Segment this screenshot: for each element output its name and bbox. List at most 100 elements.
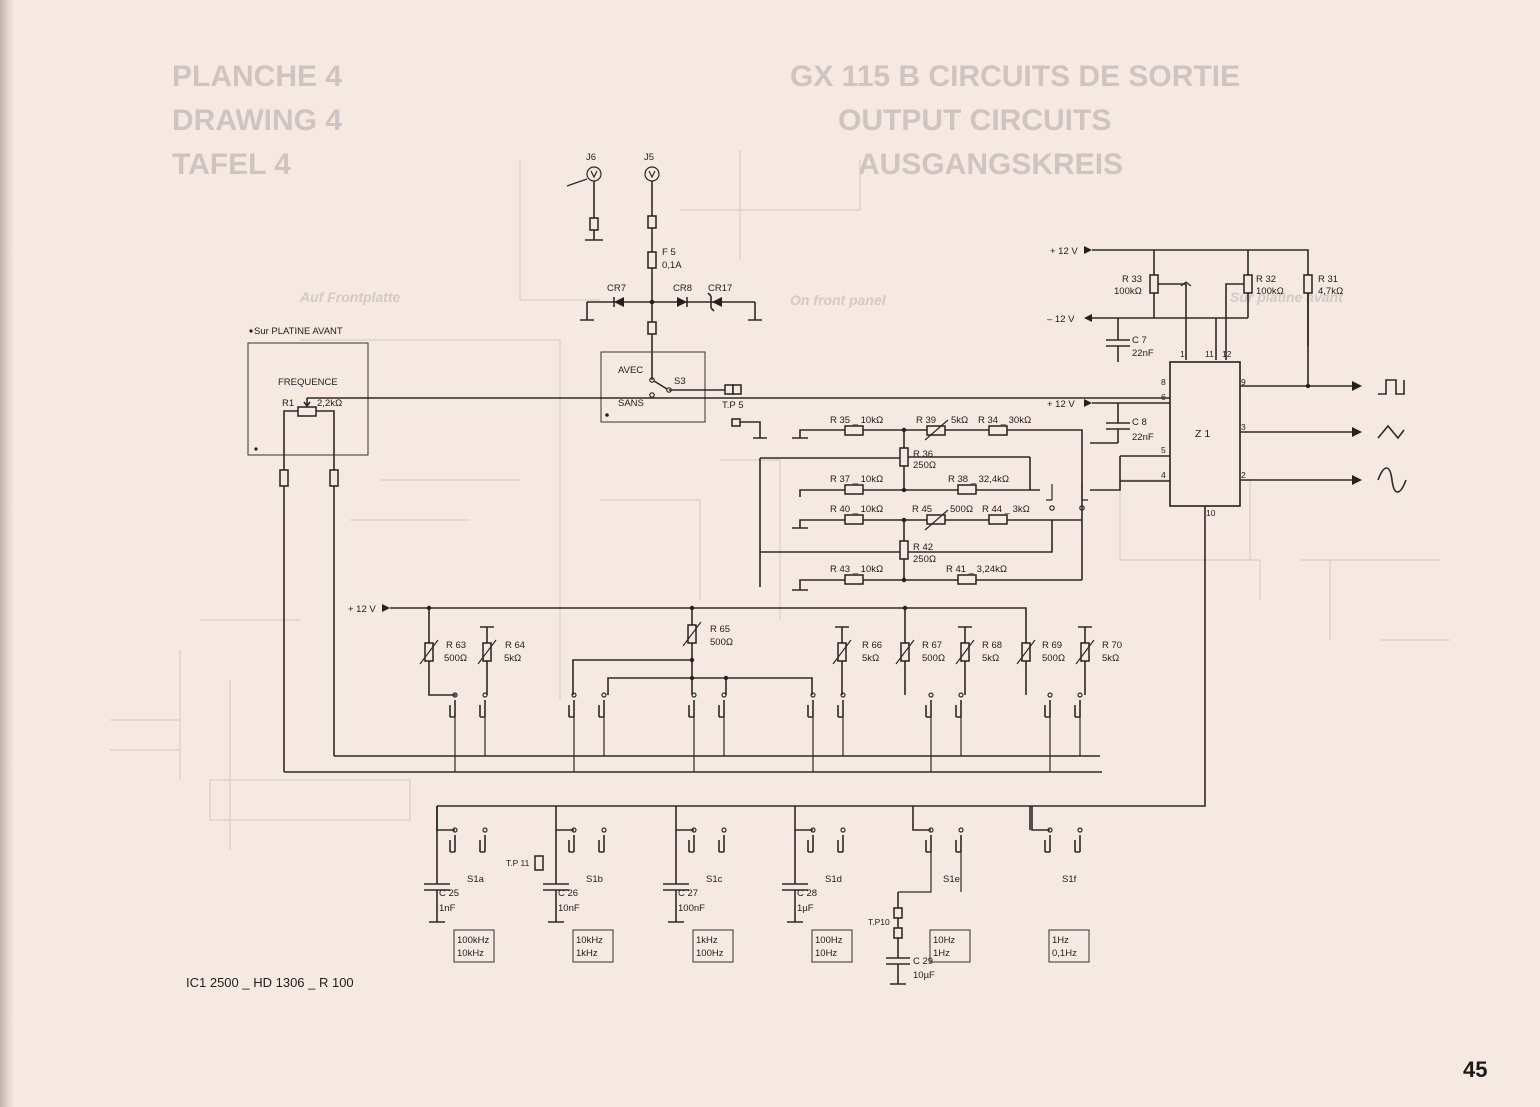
capacitor-name-3: C 27 [678, 888, 698, 899]
jack-j6: J6 [566, 152, 603, 241]
diode-network: CR7 CR8 CR17 [580, 283, 762, 321]
supply-plus12-mid: + 12 V [1047, 399, 1075, 410]
upper-switch-contact-0 [449, 692, 488, 718]
r34-label: R 34 _ 30kΩ [978, 415, 1031, 426]
r35-label: R 35 _ 10kΩ [830, 415, 883, 426]
r43-label: R 43 _ 10kΩ [830, 564, 883, 575]
cr17-label: CR17 [708, 283, 732, 294]
front-panel-box: Sur PLATINE AVANT FREQUENCE R1 2,2kΩ [247, 326, 1170, 772]
upper-switch-contact-4 [925, 692, 964, 718]
r64-value: 5kΩ [504, 653, 521, 664]
switch-label-s1f: S1f [1062, 874, 1077, 885]
z1-pin2: 2 [1241, 470, 1246, 480]
r41-label: R 41 _ 3,24kΩ [946, 564, 1007, 575]
r70-value: 5kΩ [1102, 653, 1119, 664]
z1-pin5: 5 [1161, 445, 1166, 455]
supply-plus12-bottom: + 12 V [348, 604, 376, 615]
triangle-wave-symbol [1377, 424, 1405, 440]
ghost-title-right-2: OUTPUT CIRCUITS [838, 104, 1111, 137]
capacitor-name-4: C 28 [797, 888, 817, 899]
page-number: 45 [1463, 1057, 1487, 1082]
range-box-3 [692, 929, 734, 963]
range-low-2: 1kHz [576, 948, 598, 959]
tp10-label: T.P10 [868, 917, 890, 927]
ghost-title-right-3: AUSGANGSKREIS [858, 148, 1123, 181]
switch-s3: AVEC SANS S3 [600, 351, 726, 423]
fuse-f5 [647, 251, 657, 269]
cr7-label: CR7 [607, 283, 626, 294]
r70-name: R 70 [1102, 640, 1122, 651]
footer-ic-reference: IC1 2500 _ HD 1306 _ R 100 [186, 975, 354, 990]
z1-pin4: 4 [1161, 470, 1166, 480]
r45-name: R 45 [912, 504, 932, 515]
upper-switch-row [284, 692, 1102, 773]
front-panel-note: Sur PLATINE AVANT [254, 326, 343, 337]
r68-name: R 68 [982, 640, 1002, 651]
ghost-note-1: Auf Frontplatte [299, 289, 401, 305]
trimmer-rail: + 12 V R 63 500Ω R 64 5kΩ R 65 500Ω R 66… [348, 604, 1122, 696]
range-box-2 [572, 929, 614, 963]
z1-pin8: 8 [1161, 377, 1166, 387]
capacitor-value-4: 1µF [797, 903, 814, 914]
ic-z1: Z 1 1 11 12 8 6 5 4 10 9 3 2 [437, 349, 1407, 807]
r65-name: R 65 [710, 624, 730, 635]
r64-name: R 64 [505, 640, 525, 651]
c7-value: 22nF [1132, 348, 1154, 359]
ghost-note-2: On front panel [790, 292, 887, 308]
r33-name: R 33 [1122, 274, 1142, 285]
tp5-label: T.P 5 [722, 400, 743, 411]
switch-label-s1c: S1c [706, 874, 723, 885]
r66-name: R 66 [862, 640, 882, 651]
r42-value: 250Ω [913, 554, 936, 565]
range-box-6 [1048, 929, 1090, 963]
upper-switch-contact-2 [688, 692, 727, 718]
switch-label-s1b: S1b [586, 874, 603, 885]
ghost-title-right-1: GX 115 B CIRCUITS DE SORTIE [790, 60, 1240, 93]
s3-avec-label: AVEC [618, 365, 643, 376]
range-low-4: 10Hz [815, 948, 837, 959]
r69-name: R 69 [1042, 640, 1062, 651]
ghost-header: PLANCHE 4 DRAWING 4 TAFEL 4 GX 115 B CIR… [110, 60, 1450, 850]
z1-name: Z 1 [1195, 428, 1210, 440]
z1-pin9: 9 [1241, 377, 1246, 387]
r1-name: R1 [282, 398, 294, 409]
capacitor-name-5: C 29 [913, 956, 933, 967]
z1-pin3: 3 [1241, 422, 1246, 432]
capacitor-value-1: 1nF [439, 903, 456, 914]
range-low-6: 0,1Hz [1052, 948, 1077, 959]
capacitor-value-2: 10nF [558, 903, 580, 914]
r39-value: 5kΩ [951, 415, 968, 426]
upper-switch-contact-1 [568, 692, 607, 718]
lower-switch-row [436, 806, 1083, 853]
r42-name: R 42 [913, 542, 933, 553]
capacitor-name-2: C 26 [558, 888, 578, 899]
j5-label: J5 [644, 152, 654, 163]
c8-value: 22nF [1132, 432, 1154, 443]
range-box-4 [811, 929, 853, 963]
capacitor-value-3: 100nF [678, 903, 705, 914]
resistor-network: R 35 _ 10kΩ R 39 5kΩ R 34 _ 30kΩ R 36 25… [759, 415, 1121, 591]
ghost-title-left-2: DRAWING 4 [172, 104, 342, 137]
switch-label-s1a: S1a [467, 874, 485, 885]
r66-value: 5kΩ [862, 653, 879, 664]
fuse-value: 0,1A [662, 260, 682, 271]
r36-value: 250Ω [913, 460, 936, 471]
test-points-lower: T.P 11 T.P10 [506, 855, 910, 985]
square-wave-symbol [1378, 379, 1405, 395]
cr8-label: CR8 [673, 283, 692, 294]
frequence-label: FREQUENCE [278, 377, 338, 388]
r44-label: R 44 _ 3kΩ [982, 504, 1030, 515]
r63-name: R 63 [446, 640, 466, 651]
c8-name: C 8 [1132, 417, 1147, 428]
range-box-1 [453, 929, 495, 963]
top-resistors: R 33 100kΩ R 32 100kΩ R 31 4,7kΩ [1114, 250, 1343, 386]
r32-value: 100kΩ [1256, 286, 1284, 297]
supply-minus12: – 12 V [1047, 314, 1075, 325]
capacitor-name-1: C 25 [439, 888, 459, 899]
range-high-1: 100kHz [457, 935, 489, 946]
